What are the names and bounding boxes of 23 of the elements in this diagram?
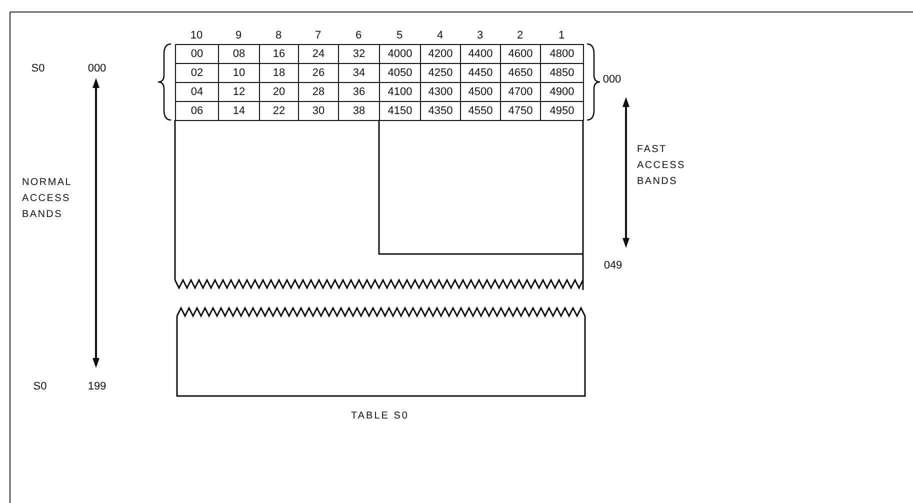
band-number: 199: [88, 380, 106, 394]
column-number: 1: [558, 29, 565, 43]
column-number: 8: [275, 29, 282, 43]
range-label: FAST ACCESS BANDS: [637, 143, 686, 189]
band-number: 000: [602, 73, 622, 87]
table-cell: 4950: [540, 101, 584, 121]
column-number: 10: [190, 29, 203, 43]
table-title: TABLE S0: [351, 410, 409, 422]
table-cell: 06: [175, 101, 219, 121]
table-name: S0: [33, 380, 47, 394]
column-number: 3: [476, 29, 484, 43]
band-number: 000: [88, 62, 106, 76]
column-number: 7: [314, 29, 322, 43]
table-cell: 4800: [540, 44, 584, 64]
column-number: 6: [355, 29, 362, 43]
column-number: 2: [516, 29, 524, 43]
range-label: NORMAL ACCESS BANDS: [22, 176, 72, 222]
table-name: S0: [31, 62, 45, 76]
table-cell: 00: [175, 44, 219, 64]
column-number: 4: [436, 29, 444, 43]
column-number: 5: [396, 29, 403, 43]
column-number: 9: [235, 29, 242, 43]
band-number: 049: [604, 259, 622, 273]
